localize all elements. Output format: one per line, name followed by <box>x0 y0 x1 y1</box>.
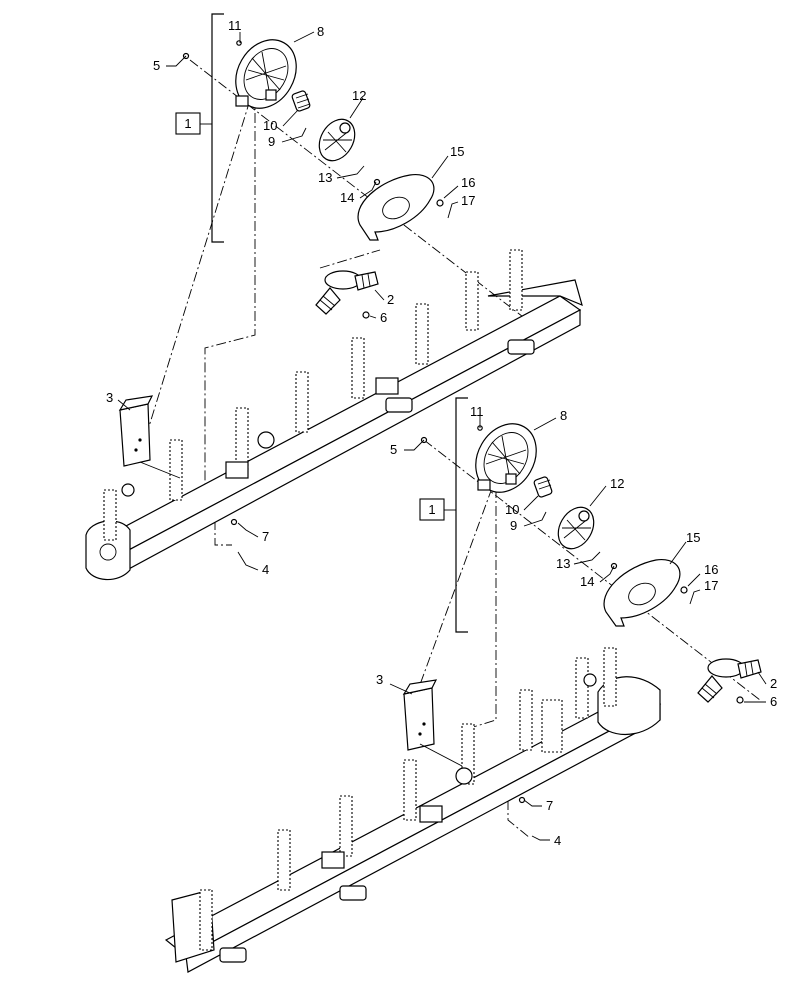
callout-17-upper: 17 <box>461 193 475 208</box>
callout-8-upper: 8 <box>317 24 324 39</box>
callout-14-lower: 14 <box>580 574 594 589</box>
impeller-upper <box>318 118 356 162</box>
callout-9-upper: 9 <box>268 134 275 149</box>
callout-8-lower: 8 <box>560 408 567 423</box>
callout-6-upper: 6 <box>380 310 387 325</box>
group-bracket-lower <box>455 397 468 633</box>
callout-1-lower: 1 <box>428 502 435 517</box>
callout-17-lower: 17 <box>704 578 718 593</box>
callout-16-upper: 16 <box>461 175 475 190</box>
toolbar-beam-upper <box>85 249 583 581</box>
callout-11-upper: 11 <box>228 18 242 33</box>
callout-2-upper: 2 <box>387 292 394 307</box>
callout-11-lower: 11 <box>470 404 484 419</box>
plate-lower <box>603 559 681 627</box>
plate-upper <box>357 173 435 241</box>
callout-12-lower: 12 <box>610 476 624 491</box>
seed-housing-upper <box>235 39 297 109</box>
callout-5-upper: 5 <box>153 58 160 73</box>
bushing-upper <box>291 90 311 112</box>
toolbar-beam-lower <box>164 647 662 973</box>
callout-box-1-upper <box>175 112 201 135</box>
callout-13-upper: 13 <box>318 170 332 185</box>
callout-10-lower: 10 <box>505 502 519 517</box>
callout-3-lower: 3 <box>376 672 383 687</box>
callout-15-upper: 15 <box>450 144 464 159</box>
mount-bracket-lower <box>402 679 438 751</box>
callout-7-upper: 7 <box>262 529 269 544</box>
callout-9-lower: 9 <box>510 518 517 533</box>
callout-7-lower: 7 <box>546 798 553 813</box>
callout-6-lower: 6 <box>770 694 777 709</box>
tee-fitting-upper <box>315 270 379 315</box>
impeller-lower <box>557 506 595 550</box>
mount-bracket-upper <box>118 395 154 467</box>
callout-2-lower: 2 <box>770 676 777 691</box>
group-bracket-upper <box>211 13 224 243</box>
callout-4-lower: 4 <box>554 833 561 848</box>
callout-15-lower: 15 <box>686 530 700 545</box>
callout-1-upper: 1 <box>184 116 191 131</box>
callout-12-upper: 12 <box>352 88 366 103</box>
callout-13-lower: 13 <box>556 556 570 571</box>
lower-assembly: 1 <box>164 397 777 973</box>
callout-5-lower: 5 <box>390 442 397 457</box>
seed-housing-lower <box>475 423 537 493</box>
callout-14-upper: 14 <box>340 190 354 205</box>
callout-10-upper: 10 <box>263 118 277 133</box>
callout-3-upper: 3 <box>106 390 113 405</box>
callout-16-lower: 16 <box>704 562 718 577</box>
callout-4-upper: 4 <box>262 562 269 577</box>
tee-fitting-lower <box>697 658 762 703</box>
bushing-lower <box>533 476 553 498</box>
upper-assembly: 1 <box>85 13 583 581</box>
callout-box-1-lower <box>419 498 445 521</box>
